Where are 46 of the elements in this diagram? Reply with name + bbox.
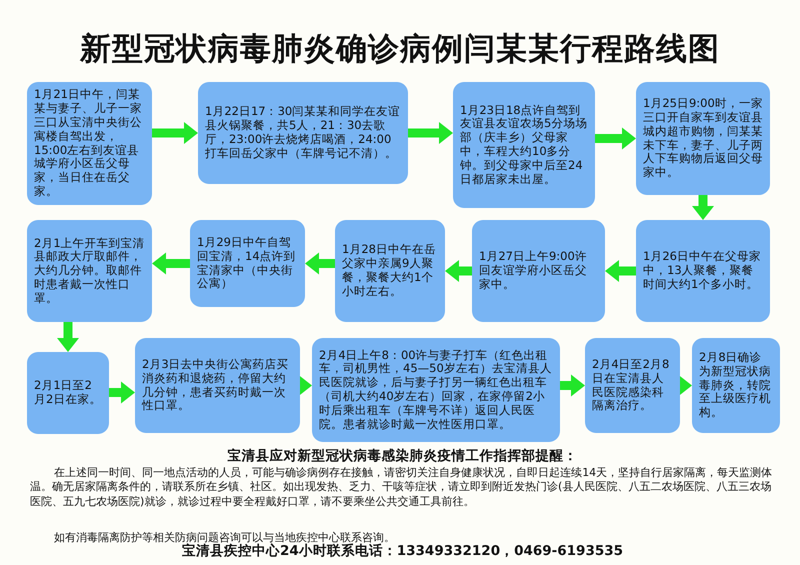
timeline-box <box>190 220 305 307</box>
arrow <box>605 260 636 282</box>
event-text: 1月28日中午在岳父家中亲属9人聚餐，聚餐大约1个小时左右。 <box>342 243 437 299</box>
event-text: 1月22日17：30闫某某和同学在友谊县火锅聚餐，共5人，21：30去歌厅，23:00许去烧烤店喝酒，24:00打车回岳父家中（车牌号记不清）。 <box>205 105 401 161</box>
timeline-box <box>636 220 770 322</box>
event-text: 2月1上午开车到宝清县邮政大厅取邮件，大约几分钟。取邮件时患者戴一次性口罩。 <box>34 236 145 306</box>
contact-line: 宝清县疾控中心24小时联系电话：13349332120，0469-6193535 <box>180 543 624 561</box>
arrow <box>595 128 636 150</box>
timeline-box <box>27 220 152 322</box>
arrow <box>678 374 692 396</box>
arrow <box>692 195 714 220</box>
arrow <box>445 260 472 282</box>
arrow <box>560 374 585 396</box>
timeline-box <box>198 82 408 184</box>
event-text: 1月29日中午自驾回宝清，14点许到宝清家中（中央街公寓） <box>197 236 297 292</box>
arrow <box>408 122 453 144</box>
event-text: 2月4日至2月8日在宝清县人民医院感染科隔离治疗。 <box>592 358 670 414</box>
arrow <box>305 252 335 274</box>
timeline-box <box>135 338 300 433</box>
arrow <box>152 122 198 144</box>
event-text: 1月21日中午，闫某某与妻子、儿子一家三口从宝清中央街公寓楼自驾出发，15:00左右到友谊县城学府小区岳父母家，当日住在岳父家。 <box>34 88 143 199</box>
timeline-box <box>453 82 595 208</box>
event-text: 2月1日至2月2日在家。 <box>34 379 102 407</box>
event-text: 1月26日中午在父母家中，13人聚餐，聚餐时间大约1个多小时。 <box>643 250 762 292</box>
event-text: 2月4日上午8：00许与妻子打车（红色出租车，司机男性，45—50岁左右）去宝清县人民医院就诊，后与妻子打另一辆红色出租车（司机大约40岁左右）回家，在家停留2小时后乘出租车（车牌号不详）返回人民医院。患者就诊时戴一次性医用口罩。 <box>319 348 553 432</box>
event-text: 1月27日上午9:00许回友谊学府小区岳父家中。 <box>479 250 588 292</box>
diagram-title: 新型冠状病毒肺炎确诊病例闫某某行程路线图 <box>78 30 721 69</box>
arrow <box>298 374 312 396</box>
timeline-box <box>472 220 605 322</box>
timeline-box <box>636 82 770 195</box>
notice-paragraph: 在上述同一时间、同一地点活动的人员，可能与确诊病例存在接触，请密切关注自身健康状况，自即日起连续14天，坚持自行居家隔离，每天监测体温。确无居家隔离条件的，请联系所在乡镇、社区。如出现发热、乏力、干咳等症状，请立即到附近发热门诊(县人民医院、八五二农场医院、八五三农场医院、五九七农场医院)就诊，就诊过程中要全程戴好口罩，请不要乘坐公共交通工具前往。 <box>30 466 774 509</box>
timeline-box <box>27 352 109 434</box>
event-text: 2月3日去中央街公寓药店买消炎药和退烧药，停留大约几分钟，患者买药时戴一次性口罩。 <box>142 358 290 414</box>
timeline-box <box>692 338 780 433</box>
notice-paragraph: 如有消毒隔离防护等相关防病问题咨询可以与当地疾控中心联系咨询。 <box>53 531 396 544</box>
arrow <box>109 382 135 404</box>
arrow <box>57 322 79 352</box>
event-text: 1月25日9:00时，一家三口开自家车到友谊县城内超市购物，闫某某未下车，妻子、儿子两人下车购物后返回父母家中。 <box>643 97 763 180</box>
timeline-box <box>312 338 560 442</box>
notice-heading: 宝清县应对新型冠状病毒感染肺炎疫情工作指挥部提醒： <box>226 448 578 466</box>
arrow <box>152 252 190 274</box>
timeline-box <box>27 82 152 205</box>
event-text: 1月23日18点许自驾到友谊县友谊农场5分场场部（庆丰乡）父母家中，车程大约10多分钟。到父母家中后至24日都居家未出屋。 <box>460 104 588 186</box>
event-text: 2月8日确诊为新型冠状病毒肺炎，转院至上级医疗机构。 <box>699 351 772 420</box>
timeline-box <box>335 220 445 322</box>
timeline-box <box>585 338 680 433</box>
